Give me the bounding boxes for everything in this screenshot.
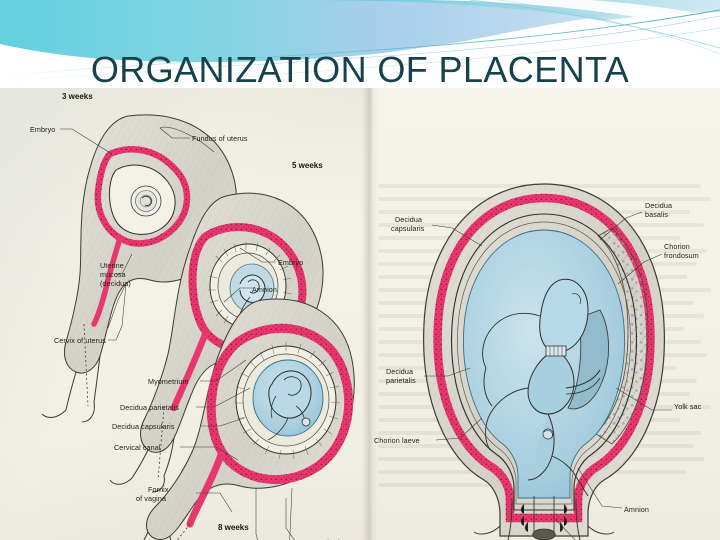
- label-decidua-capsularis-right-1: Decidua: [395, 215, 422, 224]
- label-embryo-5w: Embryo: [278, 258, 303, 267]
- label-decidua-parietalis-right-2: parietalis: [386, 376, 416, 385]
- stage-label-5-weeks: 5 weeks: [292, 161, 323, 170]
- fetus: [482, 278, 601, 497]
- label-yolk-sac-right: Yolk sac: [674, 402, 702, 411]
- stage-label-8-weeks: 8 weeks: [218, 523, 249, 532]
- label-chorion-left: Chorion: [322, 538, 348, 540]
- uterus-3-weeks: [41, 114, 237, 423]
- left-panel-labels: 3 weeks 5 weeks 8 weeks Embryo Fundus of…: [30, 92, 348, 540]
- header-hairline-5: [497, 0, 720, 55]
- label-amnion-left: Amnion: [252, 285, 277, 294]
- uterus-term: [423, 183, 665, 540]
- label-decidua-basalis-right-2: basalis: [645, 210, 668, 219]
- header-crescent-white: [430, 0, 720, 34]
- label-cervix-of-uterus: Cervix of uterus: [54, 336, 106, 345]
- header-hairline-4: [469, 0, 720, 49]
- left-panel-leaders: [60, 126, 295, 540]
- label-chorion-laeve: Chorion laeve: [374, 436, 420, 445]
- label-fornix: Fornix: [148, 485, 169, 494]
- label-mucosa: mucosa: [100, 270, 126, 279]
- label-decidua-parietalis-left: Decidua parietalis: [120, 403, 179, 412]
- right-panel-labels: Decidua capsularis Decidua basalis Chori…: [374, 201, 702, 514]
- label-of-vagina: of vagina: [136, 494, 166, 503]
- label-myometrium: Myometrium: [148, 377, 189, 386]
- label-fundus-of-uterus: Fundus of uterus: [192, 134, 248, 143]
- header-wave-secondary: [300, 0, 720, 56]
- label-decidua-basalis-right-1: Decidua: [645, 201, 672, 210]
- stage-label-3-weeks: 3 weeks: [62, 92, 93, 101]
- label-decidua-paren: (decidua): [100, 279, 131, 288]
- label-uterine: Uterine: [100, 261, 124, 270]
- label-cervical-canal: Cervical canal: [114, 443, 161, 452]
- label-decidua-parietalis-right-1: Decidua: [386, 367, 413, 376]
- label-amnion-right: Amnion: [624, 505, 649, 514]
- label-decidua-capsularis-right-2: capsularis: [391, 224, 425, 233]
- label-chorion-frondosum-right-2: frondosum: [664, 251, 699, 260]
- label-embryo-3w: Embryo: [30, 125, 55, 134]
- anatomy-drawing: 3 weeks 5 weeks 8 weeks Embryo Fundus of…: [30, 92, 702, 540]
- label-chorion-frondosum-right-1: Chorion: [664, 242, 690, 251]
- label-decidua-capsularis-left: Decidua capsularis: [112, 422, 175, 431]
- page-title: ORGANIZATION OF PLACENTA: [90, 49, 630, 90]
- right-panel-leaders: [424, 211, 672, 540]
- placenta-figure: 3 weeks 5 weeks 8 weeks Embryo Fundus of…: [0, 88, 720, 540]
- uterus-8-weeks: [143, 298, 355, 540]
